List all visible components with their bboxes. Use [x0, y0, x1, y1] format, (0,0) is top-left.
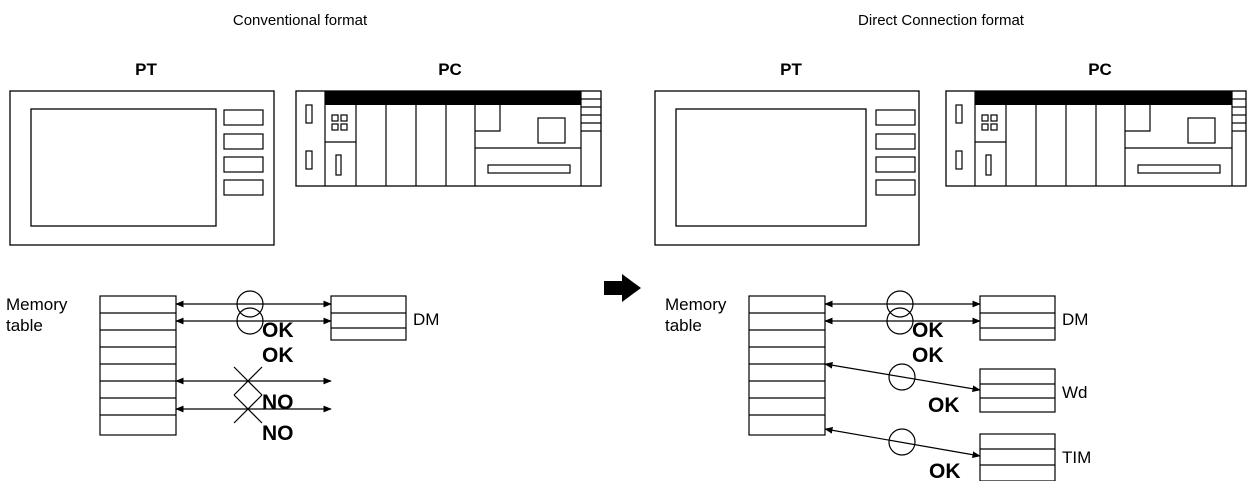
memory-label: Memory [6, 295, 68, 314]
status-label: OK [928, 394, 960, 417]
status-label: NO [262, 391, 294, 414]
tim-label: TIM [1062, 448, 1091, 467]
conventional-panel: Conventional format PT PC [6, 12, 602, 445]
wd-table [979, 368, 1056, 413]
pt-device [654, 90, 920, 246]
dm-label: DM [413, 310, 439, 329]
cross-icon [233, 366, 263, 396]
memory-table [748, 295, 826, 436]
ok-circle-icon [888, 428, 916, 456]
dm-label: DM [1062, 310, 1088, 329]
status-label: OK [912, 319, 944, 342]
dm-table [979, 295, 1056, 341]
panel-title: Direct Connection format [858, 12, 1025, 29]
status-label: OK [912, 344, 944, 367]
ok-circle-icon [886, 307, 914, 335]
memory-label: Memory [665, 295, 727, 314]
cross-icon [233, 394, 263, 424]
memory-table [99, 295, 177, 436]
status-label: OK [262, 344, 294, 367]
pc-label: PC [1088, 60, 1112, 79]
status-label: NO [262, 422, 294, 445]
connection-arrow [824, 426, 981, 459]
connection-arrow [824, 361, 981, 393]
direct-connection-panel: Direct Connection format PT PC [654, 12, 1247, 481]
pt-label: PT [135, 60, 157, 79]
ok-circle-icon [886, 290, 914, 318]
pc-device [295, 90, 602, 187]
status-label: OK [262, 319, 294, 342]
pt-label: PT [780, 60, 802, 79]
ok-circle-icon [888, 363, 916, 391]
panel-title: Conventional format [233, 12, 368, 29]
tim-table [979, 433, 1056, 481]
pc-device [945, 90, 1247, 187]
pt-device [9, 90, 275, 246]
right-arrow-icon [604, 274, 641, 302]
ok-circle-icon [236, 290, 264, 318]
memory-label: table [665, 316, 702, 335]
wd-label: Wd [1062, 383, 1088, 402]
pc-label: PC [438, 60, 462, 79]
dm-table [330, 295, 407, 341]
ok-circle-icon [236, 307, 264, 335]
status-label: OK [929, 460, 961, 481]
memory-label: table [6, 316, 43, 335]
